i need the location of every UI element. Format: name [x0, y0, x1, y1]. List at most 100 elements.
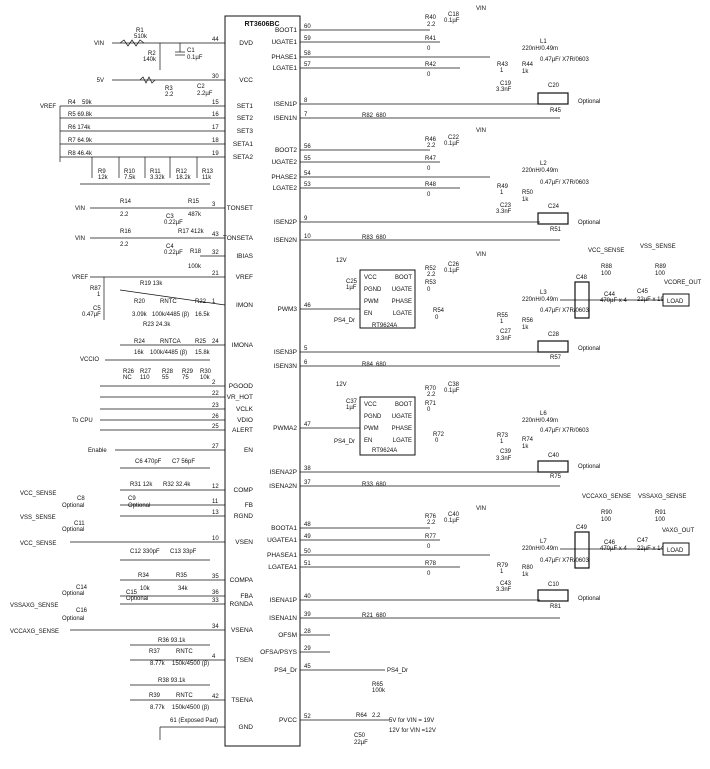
label-r41-value: 0 [427, 46, 431, 52]
chip-name: RT3606BC [244, 21, 279, 28]
label-c16: C16 [76, 608, 88, 614]
label-c8: C8 [77, 496, 85, 502]
label-r89-value: 100 [655, 271, 666, 277]
chip-pin-number: 12 [212, 484, 219, 490]
chip-pin-number: 25 [212, 424, 219, 430]
chip-pin-isena2p: ISENA2P [270, 469, 297, 476]
chip-pin-alert: ALERT [232, 427, 253, 434]
label-c20: C20 [548, 83, 560, 89]
chip-pin-number: 18 [212, 138, 219, 144]
label-r82-value: 680 [376, 113, 387, 119]
label-c43-value: 3.3nF [496, 587, 512, 593]
driver-pin-phase: PHASE [392, 299, 412, 305]
label-r12: R12 [176, 169, 188, 175]
label-c24-value: 0.47µF/ X7R/0603 [540, 180, 589, 186]
label-r55-value: 1 [500, 319, 504, 325]
label-r21-value: 680 [376, 613, 387, 619]
label-to-cpu: To CPU [72, 418, 93, 424]
chip-pin-pvcc: PVCC [279, 717, 297, 724]
label-c40-value: 0.47µF/ X7R/0603 [540, 428, 589, 434]
label-r48: R48 [425, 182, 437, 188]
chip-pin-number: 16 [212, 112, 219, 118]
label-driver-2: RT9624A [372, 448, 397, 454]
chip-pin-boota1: BOOTA1 [271, 525, 297, 532]
label-c28: C28 [548, 332, 560, 338]
label-r77: R77 [425, 534, 437, 540]
label-vin-3: VIN [75, 236, 85, 242]
driver-pin-ugate: UGATE [392, 414, 412, 420]
label-r49-value: 1 [500, 190, 504, 196]
driver-pin-en: EN [364, 311, 372, 317]
chip-pin-number: 33 [212, 598, 219, 604]
label-r71: R71 [425, 401, 437, 407]
label-r27-value: 110 [140, 375, 150, 381]
label-vcc-sense-2: VCC_SENSE [20, 541, 56, 547]
label-rntca-value: 100k/4485 (β) [150, 350, 187, 356]
label-r83-value: 680 [376, 235, 387, 241]
label-r17: R17 412k [178, 229, 205, 235]
optional-box-4 [537, 460, 569, 473]
label-r20: R20 [134, 299, 146, 305]
chip-pin-ugate1: UGATE1 [271, 39, 297, 46]
chip-pin-rgnda: RGNDA [230, 601, 254, 608]
chip-pin-vdio: VDIO [237, 417, 253, 424]
chip-pin-number: 59 [304, 36, 311, 42]
label-ps4-dr-a: PS4_Dr [334, 318, 355, 324]
label-vssaxg-sense-right: VSSAXG_SENSE [638, 494, 686, 500]
chip-pin-number: 40 [304, 594, 311, 600]
label-r36: R36 93.1k [158, 638, 186, 644]
chip-pin-tsena: TSENA [231, 697, 253, 704]
chip-pin-pwma2: PWMA2 [273, 425, 297, 432]
label-r40: R40 [425, 15, 437, 21]
chip-pin-lgatea1: LGATEA1 [268, 564, 297, 571]
driver-pin-en: EN [364, 438, 372, 444]
chip-pin-phase2: PHASE2 [271, 174, 297, 181]
chip-pin-number: 44 [212, 37, 219, 43]
chip-pin-number: 49 [304, 534, 311, 540]
chip-pin-number: 54 [304, 171, 311, 177]
chip-pin-number: 42 [212, 694, 219, 700]
chip-pin-number: 50 [304, 549, 311, 555]
label-c2-value: 2.2µF [197, 91, 213, 97]
chip-pin-number: 3 [212, 202, 216, 208]
label-c27-value: 3.3nF [496, 336, 512, 342]
chip-pin-number: 26 [212, 414, 219, 420]
chip-pin-tonset: TONSET [227, 205, 253, 212]
label-r81: R81 [550, 604, 562, 610]
label-rntc-3-value: 150k/4500 (β) [172, 661, 209, 667]
label-c23-value: 3.3nF [496, 209, 512, 215]
chip-pin-imon: IMON [236, 302, 253, 309]
label-rntc-4-value: 150k/4500 (β) [172, 705, 209, 711]
driver-pin-pwm: PWM [364, 299, 379, 305]
label-c19: C19 [500, 81, 512, 87]
label-c24: C24 [548, 204, 560, 210]
label-r2: R2 [148, 51, 156, 57]
label-c20-value: 0.47µF/ X7R/0603 [540, 57, 589, 63]
label-r53: R53 [425, 280, 437, 286]
label-r42: R42 [425, 62, 437, 68]
label-r39-value: 8.77k [150, 705, 166, 711]
driver-ic-1 [359, 269, 416, 329]
chip-pin-imona: IMONA [232, 342, 254, 349]
label-r14-value: 2.2 [120, 212, 129, 218]
chip-pin-number: 1 [212, 299, 216, 305]
label-r25-value: 15.8k [195, 350, 211, 356]
label-r22: R22 [195, 299, 207, 305]
label-r47-value: 0 [427, 166, 431, 172]
chip-pin-number: 22 [212, 391, 219, 397]
label-c23: C23 [500, 203, 512, 209]
label-vref-2: VREF [72, 275, 88, 281]
label-l7: L7 [540, 539, 547, 545]
label-l6-value: 220nH/0.49m [522, 418, 558, 424]
chip-pin-number: 17 [212, 125, 219, 131]
chip-pin-number: 2 [212, 380, 216, 386]
driver-pin-boot: BOOT [395, 275, 412, 281]
chip-pin-number: 5 [304, 346, 308, 352]
label-c39: C39 [500, 449, 512, 455]
chip-pin-lgate1: LGATE1 [273, 65, 298, 72]
chip-pin-number: 38 [304, 466, 311, 472]
chip-pin-isena1p: ISENA1P [270, 597, 297, 604]
label-r79-value: 1 [500, 569, 504, 575]
label-vss-sense: VSS_SENSE [20, 515, 56, 521]
